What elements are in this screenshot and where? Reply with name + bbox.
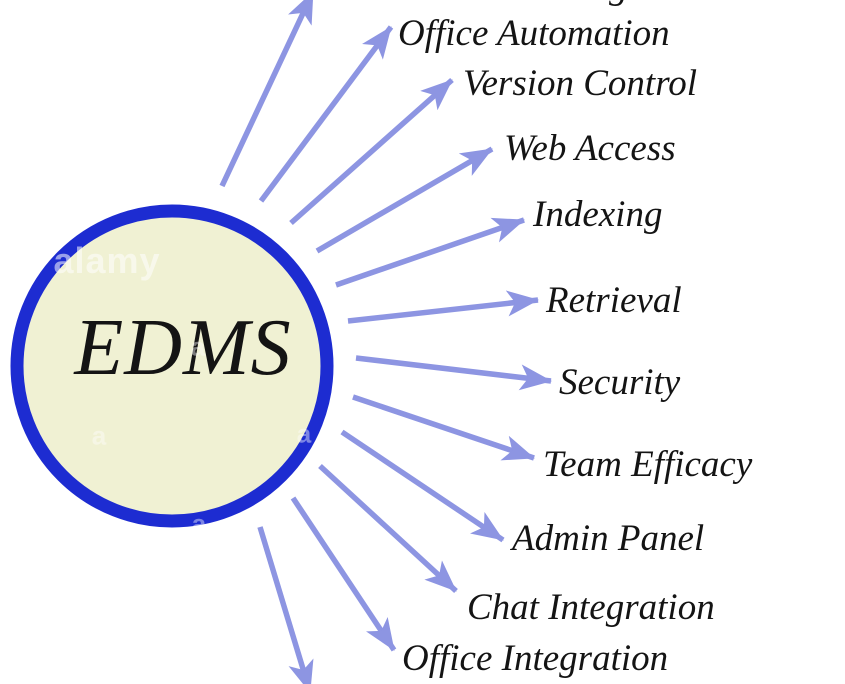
feature-arrow-chat-integration [318,463,458,594]
watermark-mark: a [191,508,207,539]
feature-arrow-clipped-bottom-label [257,526,314,684]
watermark-mark: a [297,240,313,271]
feature-label-security: Security [559,361,681,403]
feature-arrow-clipped-top-label [219,0,314,188]
arrow-layer [219,0,552,684]
watermark-mark: a [91,420,107,451]
feature-label-version-control: Version Control [463,62,698,104]
feature-label-office-automation: Office Automation [398,12,670,54]
watermark-mark: a [7,466,23,497]
feature-label-chat-integration: Chat Integration [467,586,715,628]
watermark-mark: a [190,331,206,362]
feature-arrow-security [355,355,552,391]
feature-arrow-version-control [289,77,454,226]
clipped-label-fragment: g [609,0,628,5]
feature-arrow-retrieval [347,290,539,324]
feature-label-team-efficacy: Team Efficacy [543,443,753,485]
edms-label: EDMS [74,303,292,392]
feature-arrow-web-access [315,146,494,254]
feature-arrow-admin-panel [340,429,505,543]
feature-label-indexing: Indexing [533,193,663,235]
feature-arrow-office-automation [258,25,394,203]
feature-label-web-access: Web Access [504,127,676,169]
watermark-logo: alamy [53,240,161,281]
feature-arrow-indexing [335,217,525,288]
watermark-mark: a [296,418,312,449]
feature-label-admin-panel: Admin Panel [512,517,705,559]
feature-label-office-integration: Office Integration [402,637,669,679]
feature-arrow-office-integration [290,496,397,652]
feature-arrow-team-efficacy [352,394,535,461]
edms-circle [10,204,334,528]
feature-label-retrieval: Retrieval [546,279,682,321]
